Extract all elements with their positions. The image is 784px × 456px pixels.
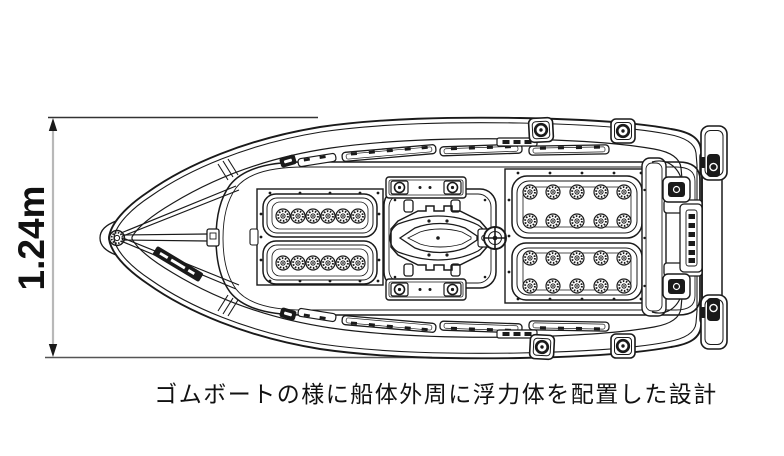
rail-bottom-a [297,307,337,323]
transom-plate [641,157,683,317]
gunwale-clip-top [278,153,298,169]
rail-bottom-d [528,320,610,332]
right-hatch-bottom [511,242,643,301]
rail-bottom-b [341,315,437,333]
left-hatch-bottom [262,240,378,285]
stern-corner-fitting-top [700,125,728,181]
dimension-label: 1.24m [11,186,52,291]
left-hatch-panel [249,188,384,286]
cleat-top-right [609,117,637,145]
console-bracket-top [385,176,467,199]
engine-mount [389,199,488,277]
bow-detail [99,185,240,290]
bracket-top [496,137,538,147]
arrowhead-up-icon [48,118,58,131]
rail-top-d [528,144,610,156]
left-hatch-top [262,193,378,238]
brand-strip [153,246,203,282]
gunwale-rails [278,137,610,339]
stern-assembly [641,125,728,350]
cleat-top-left [527,116,555,144]
motor-bracket [662,176,703,300]
gunwale-grip-ticks [217,158,239,317]
right-hatch-panel [504,168,650,304]
caption-text: ゴムボートの様に船体外周に浮力体を配置した設計 [154,382,718,407]
panel-hinge-tab-left [249,228,259,246]
steering-hub [477,226,507,250]
right-hatch-top [511,175,643,239]
center-console [383,176,507,301]
mount-pad-bottom [662,273,691,300]
console-bracket-bottom [385,278,467,301]
bracket-bottom [496,329,538,339]
hull-inner-line [113,122,698,354]
dimension-annotation: 1.24m [11,116,432,359]
bow-cap-line [99,220,117,256]
cleat-bottom-left [528,333,556,361]
cleat-bottom-right [609,332,637,360]
stern-corner-fitting-bottom [700,294,728,350]
gunwale-clip-bottom [278,306,298,322]
rail-top-a [297,152,337,168]
arrowhead-down-icon [48,344,58,357]
mount-pad-top [662,176,691,203]
rail-top-c [439,143,523,157]
bow-deck-fitting [206,228,220,247]
rail-top-b [341,144,437,162]
